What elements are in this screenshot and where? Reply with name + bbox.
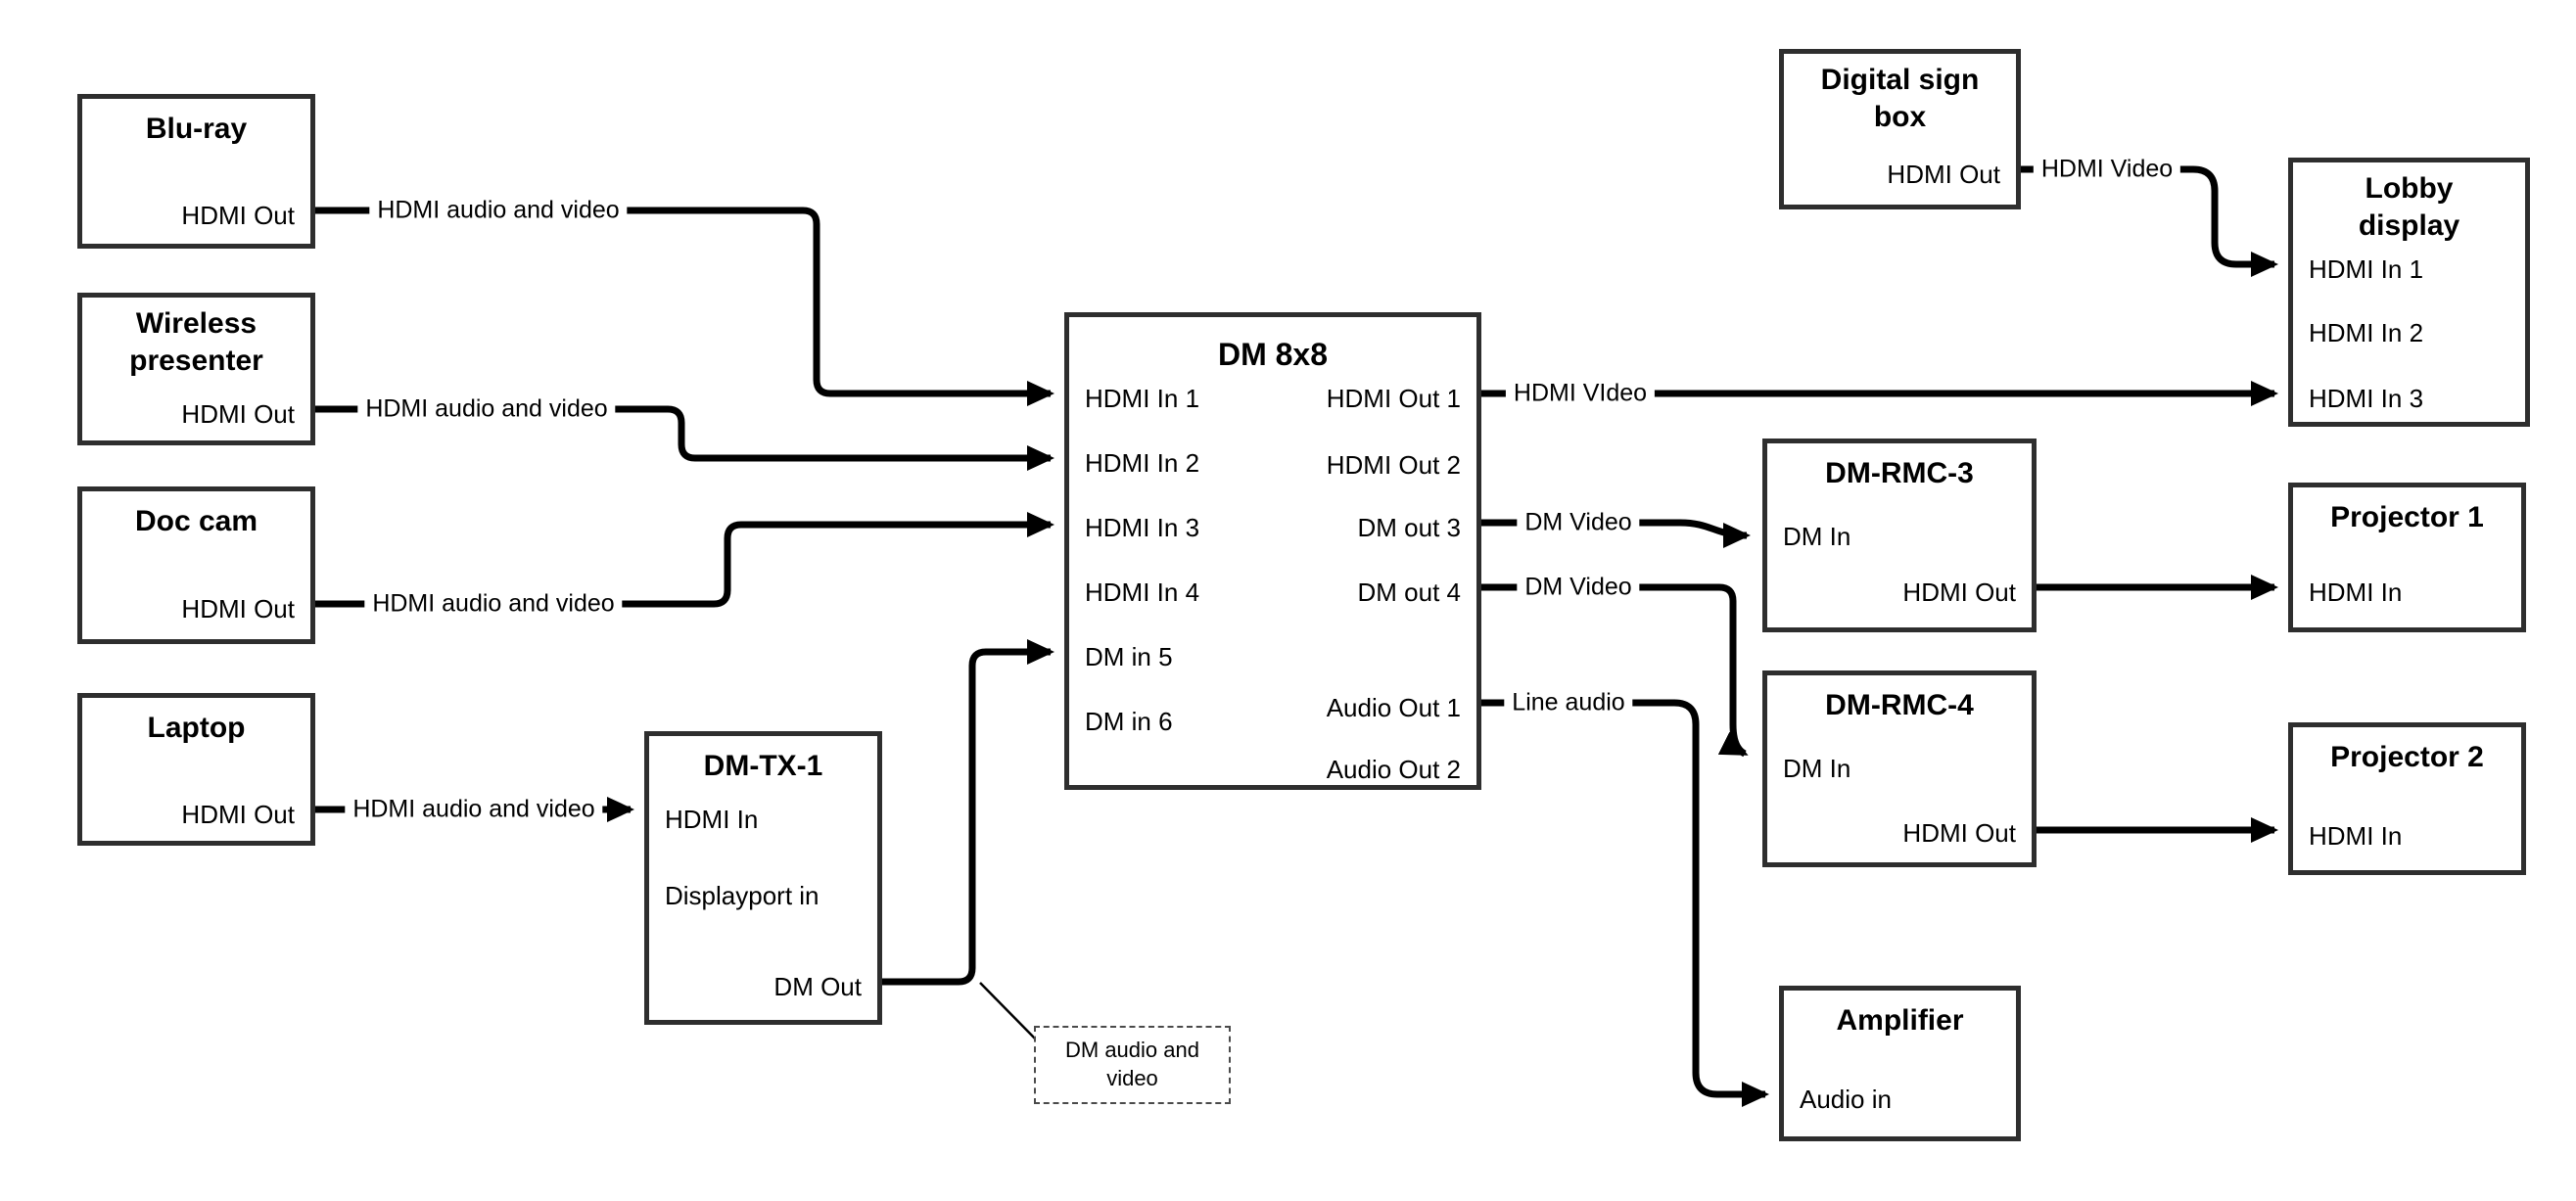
node-title: Projector 2 [2330,741,2484,773]
port-hdmi-in-2: HDMI In 2 [2309,318,2424,347]
node-dm-rmc-3: DM-RMC-3 DM In HDMI Out [1762,439,2037,632]
port-dm-out: DM Out [773,972,862,1001]
wire-doccam-to-dm8x8-in3 [315,512,1054,608]
port-hdmi-out: HDMI Out [1902,577,2016,607]
node-title: DM-RMC-4 [1825,689,1974,721]
callout-dm-audio-video: DM audio and video [1034,1026,1231,1104]
node-title: Amplifier [1836,1004,1964,1037]
port-dm-out-3: DM out 3 [1357,513,1462,542]
port-audio-in: Audio in [1800,1085,1892,1114]
wire-label-dm-video-out4: DM Video [1517,574,1640,601]
port-hdmi-out-2: HDMI Out 2 [1326,450,1461,480]
port-displayport-in: Displayport in [665,881,820,910]
port-dm-in-6: DM in 6 [1085,707,1173,736]
port-audio-out-1: Audio Out 1 [1326,693,1461,722]
port-hdmi-in-3: HDMI In 3 [2309,384,2424,413]
node-projector-1: Projector 1 HDMI In [2288,483,2526,632]
port-hdmi-in-1: HDMI In 1 [2309,254,2424,284]
wire-dm8x8-out3-to-rmc3 [1481,519,1751,548]
node-title: DM-RMC-3 [1825,457,1974,489]
node-projector-2: Projector 2 HDMI In [2288,722,2526,875]
node-title: Projector 1 [2330,501,2484,533]
wire-label-hdmi-video-out1: HDMI VIdeo [1505,380,1656,407]
port-hdmi-out: HDMI Out [181,594,295,624]
wire-dm8x8-out4-to-rmc4 [1481,583,1749,758]
node-title: Doc cam [134,505,258,537]
node-wireless-presenter: Wireless presenter HDMI Out [77,293,315,445]
wire-label-line-audio: Line audio [1504,689,1633,716]
node-amplifier: Amplifier Audio in [1779,986,2021,1141]
node-title: DM-TX-1 [703,750,823,782]
node-digital-sign-box: Digital sign box HDMI Out [1779,49,2021,209]
port-hdmi-in: HDMI In [2309,821,2403,851]
node-dm-rmc-4: DM-RMC-4 DM In HDMI Out [1762,670,2037,867]
node-title: Lobby display [2358,172,2460,242]
node-title: DM 8x8 [1217,337,1329,372]
port-hdmi-in-3: HDMI In 3 [1085,513,1200,542]
port-hdmi-out: HDMI Out [181,399,295,429]
port-dm-out-4: DM out 4 [1357,577,1462,607]
port-hdmi-in-4: HDMI In 4 [1085,577,1200,607]
wire-bluray-to-dm8x8-in1 [315,207,1054,406]
node-lobby-display: Lobby display HDMI In 1 HDMI In 2 HDMI I… [2288,158,2530,427]
node-title: Digital sign box [1820,64,1980,133]
port-hdmi-out: HDMI Out [1902,818,2016,848]
port-hdmi-in: HDMI In [665,805,759,834]
callout-text: DM audio and video [1065,1038,1199,1090]
port-hdmi-out: HDMI Out [1887,160,2000,189]
node-title: Blu-ray [145,113,248,145]
callout-leader-line [979,982,1037,1040]
node-laptop: Laptop HDMI Out [77,693,315,846]
wire-label-wireless: HDMI audio and video [357,395,616,423]
node-dm-8x8: DM 8x8 HDMI In 1 HDMI In 2 HDMI In 3 HDM… [1064,312,1481,790]
node-dm-tx-1: DM-TX-1 HDMI In Displayport in DM Out [644,731,882,1025]
wire-dmtx1-to-dm8x8-in5 [882,639,1054,986]
port-hdmi-in-1: HDMI In 1 [1085,384,1200,413]
port-hdmi-out-1: HDMI Out 1 [1326,384,1461,413]
port-hdmi-out: HDMI Out [181,201,295,230]
port-audio-out-2: Audio Out 2 [1326,755,1461,784]
wire-wireless-to-dm8x8-in2 [315,405,1054,471]
wire-label-bluray: HDMI audio and video [369,197,628,224]
node-doc-cam: Doc cam HDMI Out [77,486,315,644]
wire-label-signbox-hdmi-video: HDMI Video [2033,156,2181,183]
node-title: Laptop [147,712,246,744]
node-blu-ray: Blu-ray HDMI Out [77,94,315,249]
port-dm-in: DM In [1783,522,1851,551]
wire-dm8x8-audio1-to-amplifier [1481,699,1769,1107]
port-dm-in-5: DM in 5 [1085,642,1173,671]
wire-signbox-to-lobby-in1 [2021,165,2278,277]
wire-label-laptop: HDMI audio and video [345,796,603,823]
node-title: Wireless presenter [129,307,263,377]
wire-label-doccam: HDMI audio and video [364,590,623,618]
wire-label-dm-video-out3: DM Video [1517,509,1640,536]
port-hdmi-in: HDMI In [2309,577,2403,607]
port-hdmi-out: HDMI Out [181,800,295,829]
port-dm-in: DM In [1783,754,1851,783]
port-hdmi-in-2: HDMI In 2 [1085,448,1200,478]
